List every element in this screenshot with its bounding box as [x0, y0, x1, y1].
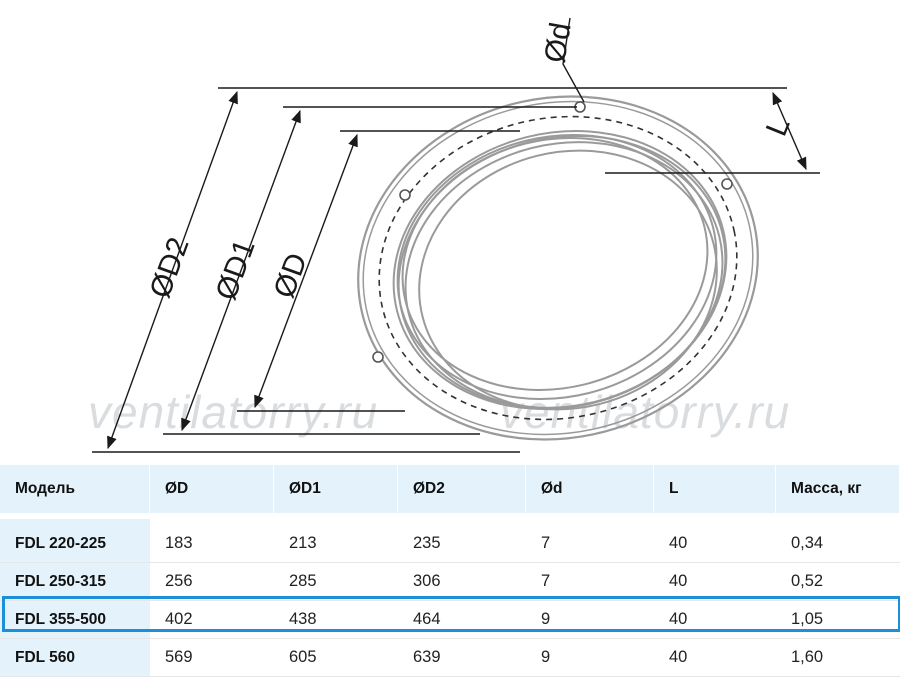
table-row: FDL 560 569 605 639 9 40 1,60 [0, 639, 900, 677]
cell-hole-d: 7 [526, 563, 654, 601]
table-row: FDL 250-315 256 285 306 7 40 0,52 [0, 563, 900, 601]
spigot-ring-6 [401, 137, 709, 391]
cell-l: 40 [654, 601, 776, 639]
cell-model: FDL 560 [0, 639, 150, 677]
bolt-hole-left [399, 189, 411, 201]
table-header-row: Модель ØD ØD1 ØD2 Ød L Масса, кг [0, 465, 900, 519]
spigot-ring-1 [418, 149, 718, 411]
bolt-hole-right [721, 178, 733, 190]
cell-d1: 438 [274, 601, 398, 639]
dimension-lines [107, 17, 807, 450]
cell-l: 40 [654, 563, 776, 601]
cell-d1: 605 [274, 639, 398, 677]
label-hole-d: Ød [538, 20, 577, 65]
cell-d: 402 [150, 601, 274, 639]
cell-d1: 213 [274, 519, 398, 563]
cell-mass: 0,34 [776, 519, 900, 563]
extension-lines [92, 87, 820, 453]
cell-hole-d: 9 [526, 601, 654, 639]
cell-d2: 235 [398, 519, 526, 563]
cell-model: FDL 220-225 [0, 519, 150, 563]
label-d: ØD [268, 249, 314, 303]
header-hole-d: Ød [526, 465, 654, 519]
cell-d: 183 [150, 519, 274, 563]
bolt-holes [372, 101, 733, 363]
cell-d1: 285 [274, 563, 398, 601]
dim-line-d [254, 133, 358, 409]
leader-d [562, 17, 585, 103]
header-mass: Масса, кг [776, 465, 900, 519]
header-d: ØD [150, 465, 274, 519]
cell-mass: 0,52 [776, 563, 900, 601]
cell-l: 40 [654, 519, 776, 563]
cell-mass: 1,60 [776, 639, 900, 677]
header-l: L [654, 465, 776, 519]
cell-model: FDL 355-500 [0, 601, 150, 639]
cell-d2: 306 [398, 563, 526, 601]
header-d1: ØD1 [274, 465, 398, 519]
cell-d: 569 [150, 639, 274, 677]
header-model: Модель [0, 465, 150, 519]
cell-l: 40 [654, 639, 776, 677]
header-d2: ØD2 [398, 465, 526, 519]
table-row-highlighted: FDL 355-500 402 438 464 9 40 1,05 [0, 601, 900, 639]
flange-drawing: ventilatorry.ru ventilatorry.ru [88, 17, 820, 453]
label-d2: ØD2 [144, 233, 196, 302]
spigot-ring-5 [396, 133, 718, 401]
dim-line-l [772, 91, 807, 171]
table-row: FDL 220-225 183 213 235 7 40 0,34 [0, 519, 900, 563]
spec-table: Модель ØD ØD1 ØD2 Ød L Масса, кг FDL 220… [0, 465, 900, 677]
bolt-hole-bottom [372, 351, 384, 363]
label-d1: ØD1 [210, 235, 262, 304]
cell-hole-d: 9 [526, 639, 654, 677]
cell-hole-d: 7 [526, 519, 654, 563]
bolt-circle [378, 115, 738, 421]
cell-model: FDL 250-315 [0, 563, 150, 601]
label-l: L [760, 113, 797, 141]
cell-d2: 464 [398, 601, 526, 639]
cell-mass: 1,05 [776, 601, 900, 639]
flange-outer-edge [357, 95, 759, 441]
cell-d2: 639 [398, 639, 526, 677]
watermark-left: ventilatorry.ru [88, 386, 378, 438]
spigot-ring-4 [392, 129, 728, 411]
cell-d: 256 [150, 563, 274, 601]
